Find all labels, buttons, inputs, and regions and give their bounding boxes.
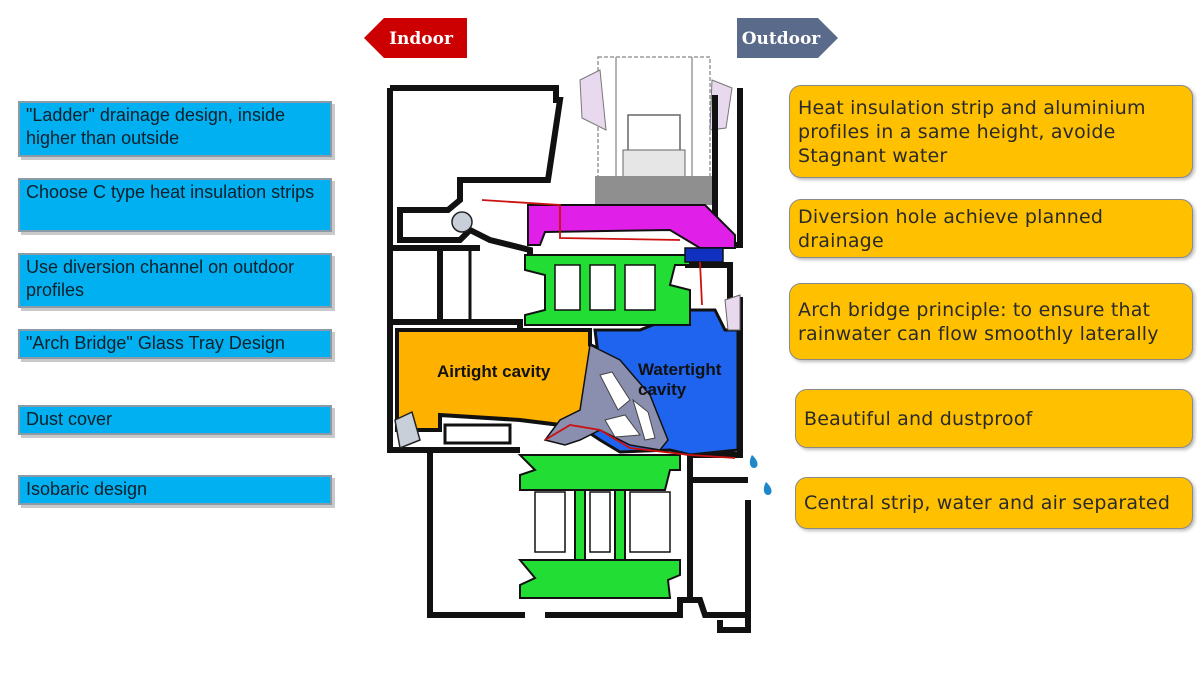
indoor-label: Indoor xyxy=(389,29,454,49)
label-dustproof: Beautiful and dustproof xyxy=(795,389,1193,448)
label-ladder-drainage: "Ladder" drainage design, inside higher … xyxy=(18,101,332,157)
outdoor-seal xyxy=(724,294,741,331)
label-dust-cover: Dust cover xyxy=(18,405,332,435)
label-diversion-channel: Use diversion channel on outdoor profile… xyxy=(18,253,332,308)
drainage-path xyxy=(481,199,736,459)
label-arch-bridge-principle: Arch bridge principle: to ensure that ra… xyxy=(789,283,1193,360)
label-same-height: Heat insulation strip and aluminium prof… xyxy=(789,85,1193,178)
corner-seal xyxy=(451,211,473,233)
watertight-cavity-label-2: cavity xyxy=(638,380,687,399)
label-arch-bridge-tray: "Arch Bridge" Glass Tray Design xyxy=(18,329,332,359)
glass-unit xyxy=(579,56,733,205)
diversion-hole xyxy=(684,247,724,263)
label-central-strip: Central strip, water and air separated xyxy=(795,477,1193,529)
watertight-cavity-label-1: Watertight xyxy=(638,360,722,379)
water-droplets xyxy=(749,455,772,495)
magenta-glass-tray xyxy=(527,204,736,249)
airtight-cavity-label: Airtight cavity xyxy=(437,362,551,381)
outdoor-label: Outdoor xyxy=(742,29,822,49)
tray-openings xyxy=(599,371,656,441)
label-isobaric-design: Isobaric design xyxy=(18,475,332,505)
indoor-seal xyxy=(394,410,421,450)
strip-chambers xyxy=(534,264,671,553)
indoor-arrow: Indoor xyxy=(364,18,467,58)
label-c-type-strips: Choose C type heat insulation strips xyxy=(18,178,332,232)
label-diversion-hole: Diversion hole achieve planned drainage xyxy=(789,199,1193,258)
dust-cover xyxy=(443,423,512,445)
outdoor-arrow: Outdoor xyxy=(737,18,838,58)
